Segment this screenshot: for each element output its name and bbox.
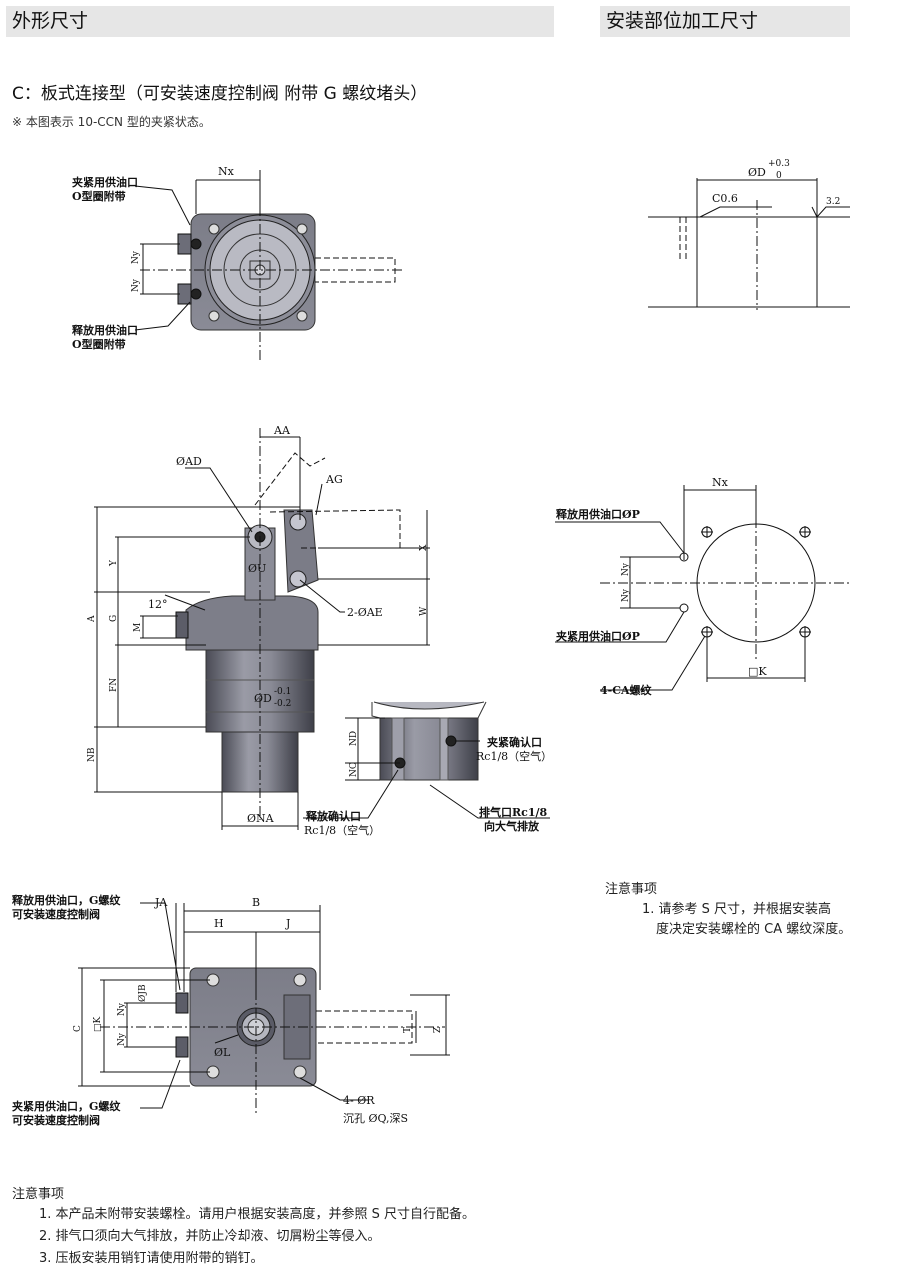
- detail-dim-nd: ND: [349, 731, 359, 746]
- side-dim-d-tol-upper: -0.1: [274, 687, 291, 697]
- side-dim-nb: NB: [87, 747, 97, 762]
- bottom-dim-l: ØL: [214, 1046, 231, 1059]
- bottom-dim-t: T: [403, 1027, 413, 1033]
- top-clamp-port-oring: O型圈附带: [72, 189, 126, 203]
- mount-dim-d-tol-lower: 0: [776, 171, 782, 181]
- detail-release-confirm-spec: Rc1/8（空气）: [304, 823, 380, 837]
- bottom-dim-jb: ØJB: [137, 984, 148, 1002]
- notes-bottom-item: 2. 排气口须向大气排放，并防止冷却液、切屑粉尘等侵入。: [39, 1229, 381, 1244]
- notes-right-item: 1. 请参考 S 尺寸，并根据安装高: [642, 902, 832, 917]
- section-header-dimensions: 外形尺寸: [6, 6, 554, 37]
- section-header-mounting: 安装部位加工尺寸: [600, 6, 850, 37]
- notes-bottom-item: 1. 本产品未附带安装螺栓。请用户根据安装高度，并参照 S 尺寸自行配备。: [39, 1207, 476, 1222]
- plan-dim-nx: Nx: [712, 476, 729, 489]
- notes-right-item: 度决定安装螺栓的 CA 螺纹深度。: [656, 922, 852, 937]
- notes-right: 注意事项 1. 请参考 S 尺寸，并根据安装高 度决定安装螺栓的 CA 螺纹深度…: [605, 878, 851, 940]
- bottom-clamp-port-label: 夹紧用供油口，G螺纹: [12, 1099, 121, 1113]
- side-dim-ad: ØAD: [176, 455, 202, 468]
- side-dim-d: ØD: [254, 692, 272, 705]
- bottom-dim-ny-lower: Ny: [117, 1032, 127, 1046]
- side-dim-u: ØU: [248, 562, 266, 575]
- mount-chamfer: C0.6: [712, 192, 738, 205]
- bottom-release-port-label: 释放用供油口，G螺纹: [12, 893, 121, 907]
- bottom-dim-h: H: [214, 917, 224, 930]
- side-dim-x: X: [419, 544, 429, 551]
- side-dim-fn: FN: [109, 678, 119, 692]
- plan-clamp-port-label: 夹紧用供油口ØP: [556, 629, 640, 643]
- figure-top-view: [134, 170, 405, 360]
- top-release-port-label: 释放用供油口: [72, 323, 138, 337]
- figure-bottom-view: [78, 902, 450, 1115]
- figure-detail-ports: [303, 701, 550, 819]
- side-dim-na: ØNA: [247, 812, 275, 825]
- plan-dim-k: □K: [748, 665, 767, 678]
- side-dim-ae: 2-ØAE: [347, 606, 383, 619]
- bottom-dim-r: 4- ØR: [343, 1094, 375, 1107]
- bottom-dim-z: Z: [433, 1027, 443, 1033]
- notes-bottom-title: 注意事项: [12, 1187, 65, 1202]
- bottom-dim-ny-upper: Ny: [117, 1002, 127, 1016]
- plan-release-port-label: 释放用供油口ØP: [556, 507, 640, 521]
- detail-clamp-confirm-spec: Rc1/8（空气）: [476, 749, 552, 763]
- side-dim-a: A: [87, 615, 97, 623]
- top-release-port-oring: O型圈附带: [72, 337, 126, 351]
- notes-bottom-item: 3. 压板安装用销钉请使用附带的销钉。: [39, 1251, 264, 1266]
- plan-ca-thread-label: 4-CA螺纹: [600, 683, 653, 697]
- mount-dim-d-tol-upper: +0.3: [768, 159, 790, 169]
- mount-dim-d: ØD: [748, 166, 766, 179]
- side-dim-w: W: [419, 606, 429, 616]
- notes-bottom: 注意事项 1. 本产品未附带安装螺栓。请用户根据安装高度，并参照 S 尺寸自行配…: [12, 1183, 475, 1269]
- side-dim-angle: 12°: [148, 598, 168, 611]
- detail-release-confirm-label: 释放确认口: [306, 809, 361, 823]
- mount-roughness: 3.2: [826, 197, 840, 207]
- bottom-dim-counterbore: 沉孔 ØQ,深S: [343, 1112, 408, 1125]
- detail-clamp-confirm-label: 夹紧确认口: [487, 735, 542, 749]
- bottom-clamp-port-note: 可安装速度控制阀: [12, 1113, 100, 1127]
- notes-right-title: 注意事项: [605, 882, 658, 897]
- figure-side-view: [94, 428, 430, 830]
- bottom-dim-c: C: [73, 1025, 83, 1032]
- side-dim-y: Y: [109, 559, 119, 567]
- plan-dim-ny-upper: Ny: [621, 562, 631, 576]
- side-dim-d-tol-lower: -0.2: [274, 699, 291, 709]
- top-clamp-port-label: 夹紧用供油口: [72, 175, 138, 189]
- bottom-dim-ja: JA: [154, 896, 168, 909]
- side-dim-m: M: [133, 623, 143, 632]
- top-dim-ny-lower: Ny: [131, 278, 141, 292]
- side-dim-aa: AA: [273, 424, 291, 437]
- bottom-dim-b: B: [252, 896, 260, 909]
- top-dim-ny-upper: Ny: [131, 250, 141, 264]
- bottom-dim-k: □K: [93, 1016, 103, 1032]
- detail-exhaust-note: 向大气排放: [484, 819, 540, 833]
- top-dim-nx: Nx: [218, 165, 235, 178]
- bottom-dim-j: J: [285, 917, 290, 930]
- figure-note: ※ 本图表示 10-CCN 型的夹紧状态。: [12, 115, 211, 129]
- figure-mounting-plan: [555, 485, 850, 691]
- model-subtitle: C：板式连接型（可安装速度控制阀 附带 G 螺纹堵头）: [12, 84, 428, 104]
- side-dim-ag: AG: [325, 473, 343, 486]
- detail-dim-nc: NC: [349, 762, 359, 777]
- side-dim-g: G: [109, 615, 119, 622]
- detail-exhaust-label: 排气口Rc1/8: [479, 805, 548, 819]
- bottom-release-port-note: 可安装速度控制阀: [12, 907, 100, 921]
- figure-mounting-bore: [648, 178, 850, 310]
- plan-dim-ny-lower: Ny: [621, 588, 631, 602]
